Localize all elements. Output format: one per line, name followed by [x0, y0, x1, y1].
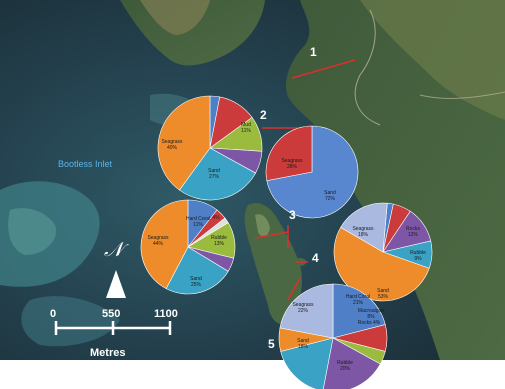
bottom-margin [0, 360, 505, 389]
pie-slice [322, 337, 381, 389]
pie-slice [179, 147, 256, 201]
pie-slice [266, 125, 359, 219]
pie-slice [165, 246, 229, 295]
pie-slice [279, 283, 334, 339]
pie-slice [265, 125, 313, 181]
site-number-4: 4 [312, 251, 319, 265]
island-clearing [255, 214, 270, 237]
pie-slice [140, 199, 189, 290]
scale-label-1100: 1100 [154, 308, 178, 320]
scale-unit: Metres [90, 347, 125, 359]
reef-patch [8, 208, 56, 255]
pie-slice-label: 4% [212, 215, 220, 221]
scale-label-0: 0 [50, 308, 56, 320]
road [354, 9, 381, 126]
transect-1 [291, 59, 356, 79]
pie-slice [340, 202, 388, 253]
grassland [360, 0, 505, 120]
pie-slice [157, 95, 211, 191]
transect-lines [254, 59, 356, 301]
site-number-2: 2 [260, 108, 267, 122]
pie-slice [332, 283, 386, 339]
bare-hillside [140, 0, 210, 35]
site-number-1: 1 [310, 45, 317, 59]
pie-slice [280, 337, 334, 389]
transect-3 [254, 231, 289, 239]
scale-bar: 0 550 1100 Metres [50, 308, 178, 359]
road-east [419, 91, 505, 99]
north-arrow-triangle [106, 270, 126, 298]
reef-shallows-south [21, 296, 120, 347]
site-number-3: 3 [289, 208, 296, 222]
place-label-bootless-inlet: Bootless Inlet [58, 159, 113, 169]
transect-5 [287, 277, 301, 301]
pie-slice-label: Rocks 4% [358, 320, 381, 326]
site-number-5: 5 [268, 337, 275, 351]
scale-label-550: 550 [102, 308, 120, 320]
